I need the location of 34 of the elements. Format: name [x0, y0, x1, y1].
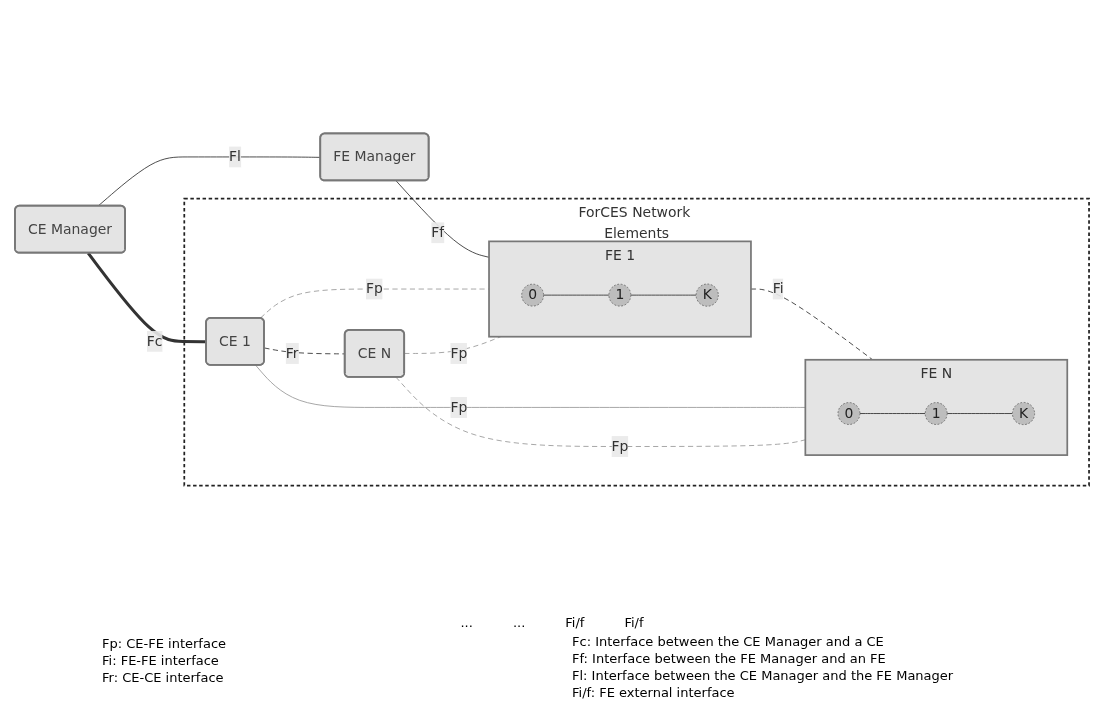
bracket-label: Fi/f [624, 615, 644, 630]
edge-label: Fp [366, 280, 383, 297]
ellipsis-label: ... [460, 615, 473, 630]
connector [859, 413, 926, 414]
edge-label: Fp [450, 398, 468, 416]
edge-label: Fr [285, 344, 299, 362]
edge-label: Fc [146, 332, 163, 350]
node-circle: 1 [924, 402, 948, 425]
connector [543, 294, 610, 296]
legend-note: Fp: CE-FE interface [102, 636, 228, 651]
legend-note: Fl: Interface between the CE Manager and the FE Manager [572, 668, 955, 683]
edge-label: Fp [450, 344, 468, 362]
node-circle: 0 [837, 402, 861, 425]
edge-label: Ff [431, 224, 445, 241]
edge-label: Fi [772, 280, 784, 297]
connector [946, 413, 1013, 414]
node-circle: K [1012, 402, 1036, 426]
edge-label: Fp [611, 437, 629, 455]
legend-note: Fi/f: FE external interface [572, 685, 736, 700]
legend-note: Ff: Interface between the FE Manager and an FE [572, 651, 887, 666]
connector [395, 180, 490, 258]
connector [630, 294, 697, 296]
legend-note: Fc: Interface between the CE Manager and a CE [572, 634, 885, 649]
node-circle: 0 [521, 283, 545, 307]
bracket-label: Fi/f [565, 615, 585, 630]
ellipsis-label: ... [512, 615, 526, 630]
connector [87, 252, 207, 344]
legend-note: Fi: FE-FE interface [102, 653, 220, 668]
connector [254, 364, 806, 408]
node-circle: 1 [608, 283, 632, 307]
node-circle: K [695, 283, 719, 307]
edge-label: Fl [229, 148, 241, 165]
legend-note: Fr: CE-CE interface [102, 670, 225, 685]
connector [750, 288, 874, 361]
